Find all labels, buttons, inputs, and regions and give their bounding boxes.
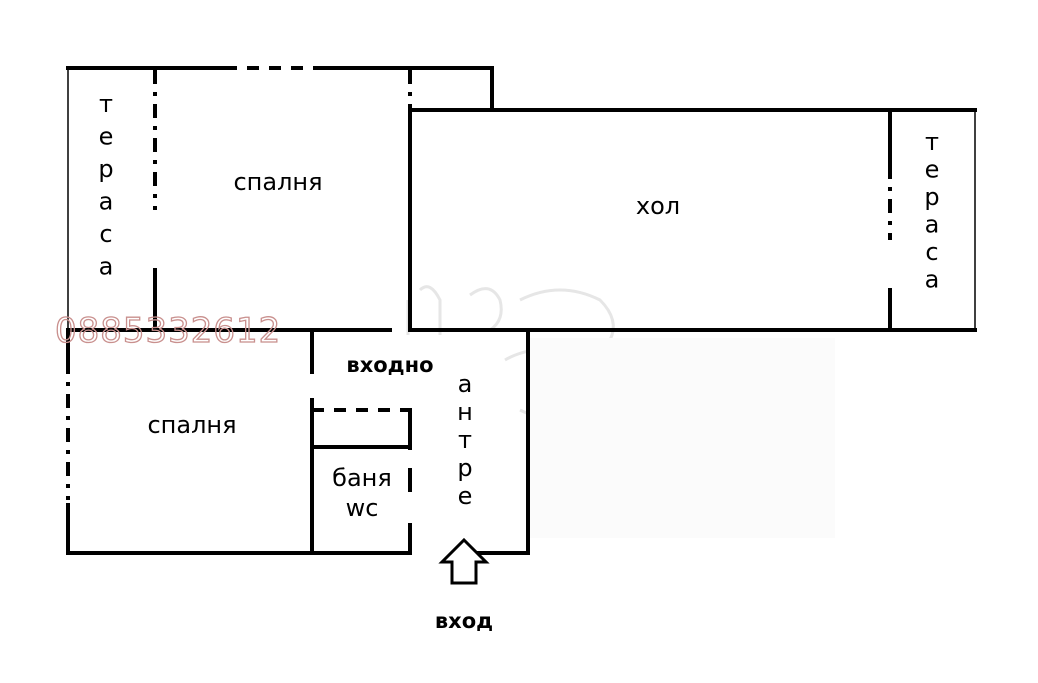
bathroom-label: баня (332, 464, 392, 492)
entrance-label: вход (435, 609, 493, 633)
phone-watermark: 0885332612 (55, 311, 281, 351)
upper-left-walls (66, 66, 494, 332)
living-walls (408, 108, 977, 332)
bedroom-top-label: спалня (233, 168, 322, 196)
entrance-arrow-icon (438, 537, 490, 585)
living-room-label: хол (636, 192, 680, 220)
entrance-hall-label: входно (346, 353, 433, 377)
bedroom-bottom-label: спалня (147, 411, 236, 439)
wc-label: wc (346, 494, 379, 522)
lower-walls (66, 328, 532, 555)
watermark-logo (406, 285, 835, 538)
